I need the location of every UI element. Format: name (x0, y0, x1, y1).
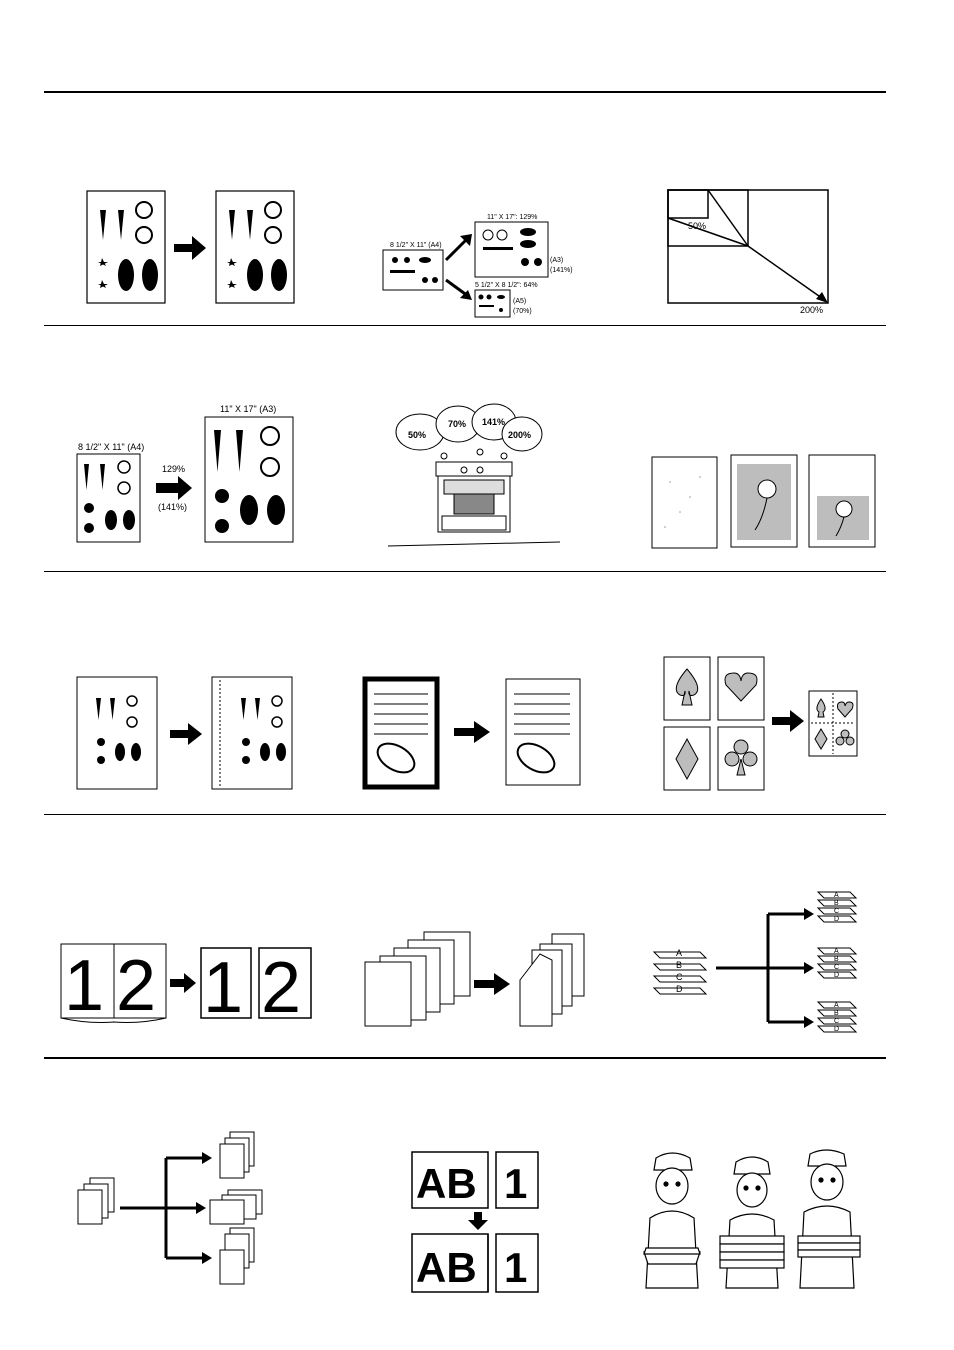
reduce-alt-label: (A5) (513, 298, 526, 305)
worker-2 (719, 1156, 785, 1289)
arrow-icon (454, 721, 490, 743)
split-digit-left: 1 (203, 948, 243, 1026)
arrow-down-icon (468, 1212, 488, 1230)
copier-presets-illustration: 50% 70% 141% 200% (384, 400, 564, 550)
preset-2: 141% (482, 417, 505, 427)
set1-b: B (834, 900, 839, 907)
book-digit-right: 2 (116, 946, 156, 1026)
preset-3: 200% (508, 430, 531, 440)
reduced-sheet (474, 289, 511, 318)
same-size-copy-illustration (86, 190, 306, 305)
book-split-illustration: 1 2 1 2 (58, 938, 314, 1028)
veg-icons (98, 201, 158, 291)
arrow-icon (170, 973, 196, 993)
src-c: C (676, 972, 683, 982)
preset-ratio-illustration: 8 1/2" X 11" (A4) 11" X 17": 129% (A3) (… (380, 210, 580, 320)
divider-1 (44, 325, 886, 326)
light-sheet (651, 456, 718, 549)
set3-a: A (834, 1002, 839, 1009)
booklet-illustration (362, 930, 592, 1030)
overlay-bottom-1: 1 (504, 1244, 527, 1291)
top-rule (44, 91, 886, 93)
sorted-set-1 (816, 891, 858, 923)
stack-output-illustration (76, 1130, 266, 1290)
overlay-top-ab: AB (416, 1160, 477, 1207)
margin-shift-illustration (76, 676, 296, 792)
source-size-label: 8 1/2" X 11" (A4) (78, 442, 144, 452)
overlay-bottom-ab: AB (416, 1244, 477, 1291)
src-a: A (676, 948, 682, 958)
set1-a: A (834, 892, 839, 899)
preset-0: 50% (408, 430, 426, 440)
set3-d: D (834, 1026, 839, 1033)
sort-illustration: A B C D A B C D A B C D A B C D (650, 886, 865, 1036)
border-erase-illustration (362, 676, 584, 792)
orig-size-label: 8 1/2" X 11" (A4) (390, 242, 442, 249)
overlay-top-1: 1 (504, 1160, 527, 1207)
zoom-max-label: 200% (800, 305, 823, 315)
divider-2 (44, 571, 886, 572)
preset-1: 70% (448, 419, 466, 429)
set3-b: B (834, 1010, 839, 1017)
divider-4 (44, 1057, 886, 1059)
set2-a: A (834, 948, 839, 955)
worker-3 (797, 1149, 861, 1289)
src-b: B (676, 960, 682, 970)
overlay-illustration: AB 1 AB 1 (410, 1150, 540, 1294)
arrow-icon (156, 476, 192, 500)
set1-c: C (834, 908, 839, 915)
zoom-range-illustration: 50% 200% (664, 186, 839, 316)
thought-bubbles (395, 403, 543, 460)
sort-source-stack (652, 951, 708, 995)
auto-pct: 129% (162, 464, 185, 474)
enlarge-alt-pct: (141%) (550, 267, 573, 274)
set3-c: C (834, 1018, 839, 1025)
book-digit-left: 1 (64, 946, 104, 1026)
worker-1 (643, 1152, 701, 1289)
set2-c: C (834, 964, 839, 971)
arrow-icon (474, 973, 510, 995)
divider-3 (44, 814, 886, 815)
arrow-icon (772, 710, 804, 732)
zoom-min-label: 50% (688, 221, 706, 231)
reduce-size-label: 5 1/2" X 8 1/2": 64% (475, 282, 538, 289)
auto-pct-alt: (141%) (158, 502, 187, 512)
sorted-set-3 (816, 1001, 858, 1033)
enlarge-alt-label: (A3) (550, 257, 563, 264)
sorted-set-2 (816, 947, 858, 979)
src-d: D (676, 984, 683, 994)
arrow-icon (174, 236, 206, 260)
set2-d: D (834, 972, 839, 979)
set1-d: D (834, 916, 839, 923)
enlarge-size-label: 11" X 17": 129% (487, 214, 537, 221)
split-digit-right: 2 (261, 948, 301, 1026)
workers-illustration (634, 1148, 880, 1300)
set2-b: B (834, 956, 839, 963)
target-size-label: 11" X 17" (A3) (220, 404, 276, 414)
arrow-icon (170, 723, 202, 745)
copier-icon (435, 461, 513, 533)
combine-4in1-illustration (662, 655, 862, 795)
min-area (667, 189, 709, 219)
reduce-alt-pct: (70%) (513, 308, 532, 315)
auto-enlarge-illustration: 8 1/2" X 11" (A4) 129% (141%) 11" X 17" … (74, 400, 304, 550)
image-quality-illustration (650, 452, 880, 552)
